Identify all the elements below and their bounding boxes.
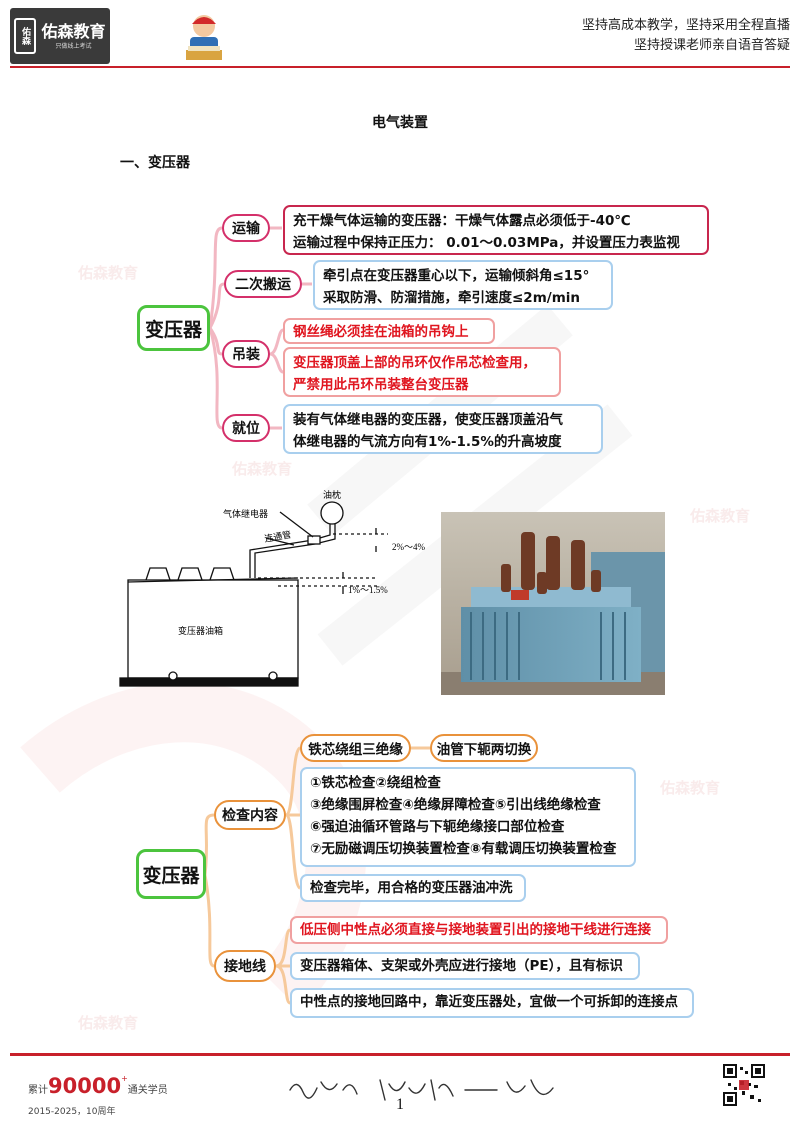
branch-positioning: 就位 [222,414,270,442]
leaf-transport: 充干燥气体运输的变压器：干燥气体露点必须低于-40℃ 运输过程中保持正压力： 0… [283,205,709,255]
leaf-line: 变压器顶盖上部的吊环仅作吊芯检查用， [293,355,536,371]
check-item: ⑥强迫油循环管路与下轭绝缘接口部位检查 [310,819,565,835]
leaf-line: 变压器箱体、支架或外壳应进行接地（PE），且有标识 [300,958,623,974]
header-divider [10,66,790,68]
branch-hoisting: 吊装 [222,340,270,368]
watermark-text: 佑森教育 [78,264,139,282]
label-tank: 变压器油箱 [178,625,223,636]
leaf-ground-disconnect: 中性点的接地回路中，靠近变压器处，宜做一个可拆卸的连接点 [290,988,694,1018]
tank-base [119,677,299,687]
qr-code-icon [722,1063,766,1107]
leaf-ground-enclosure: 变压器箱体、支架或外壳应进行接地（PE），且有标识 [290,952,640,980]
mindmap-2-root: 变压器 [136,849,206,899]
stat-suffix: 通关学员 [127,1085,168,1096]
anniversary-text: 2015-2025，10周年 [28,1107,116,1117]
leaf-positioning: 装有气体继电器的变压器，使变压器顶盖沿气 体继电器的气流方向有1%-1.5%的升… [283,404,603,454]
slogan: 坚持高成本教学，坚持采用全程直播 坚持授课老师亲自语音答疑 [582,16,790,56]
transformer-slope-diagram: 油枕 气体继电器 连通管 2%～4% 1%～1.5% 变压器油箱 [119,490,425,687]
page-number: 1 [396,1096,404,1113]
leaf-secondary-handling: 牵引点在变压器重心以下，运输倾斜角≤15° 采取防滑、防溜措施，牵引速度≤2m/… [313,260,613,310]
leaf-line: 严禁用此吊环吊装整台变压器 [293,377,469,393]
watermark-text: 佑森教育 [660,779,721,797]
label-oil-pillow: 油枕 [323,490,341,500]
section-heading: 一、变压器 [120,155,190,171]
handwritten-signature [289,1079,554,1101]
leaf-hoisting-ring: 变压器顶盖上部的吊环仅作吊芯检查用， 严禁用此吊环吊装整台变压器 [283,347,561,397]
stat-plus: + [121,1074,128,1083]
page-header: 佑森 佑森教育 只做线上考试 坚持高成本教学，坚持采用全程直播 坚持授课老师亲自… [10,8,790,64]
logo-text: 佑森教育 [41,21,106,41]
tag-core-winding: 铁芯绕组三绝缘 [300,734,411,762]
leaf-line: 牵引点在变压器重心以下，运输倾斜角≤15° [323,268,590,284]
branch-inspection: 检查内容 [214,800,286,830]
leaf-line: 装有气体继电器的变压器，使变压器顶盖沿气 [293,412,563,428]
watermark-text: 佑森教育 [232,460,293,478]
check-item: ①铁芯检查②绕组检查 [310,775,441,791]
leaf-oil-wash: 检查完毕，用合格的变压器油冲洗 [300,874,526,902]
leaf-line: 低压侧中性点必须直接与接地装置引出的接地干线进行连接 [300,922,651,938]
slogan-line-2: 坚持授课老师亲自语音答疑 [633,38,790,53]
branch-grounding: 接地线 [214,950,276,982]
leaf-hoisting-rope: 钢丝绳必须挂在油箱的吊钩上 [283,318,495,344]
page-title: 电气装置 [372,115,428,131]
leaf-ground-neutral: 低压侧中性点必须直接与接地装置引出的接地干线进行连接 [290,916,668,944]
transformer-photo [441,512,665,695]
leaf-line: 采取防滑、防溜措施，牵引速度≤2m/min [323,290,581,306]
mascot-icon [186,15,222,60]
tag-oil-pipe: 油管下轭两切换 [430,734,538,762]
label-slope-2: 1%～1.5% [348,585,388,595]
branch-transport: 运输 [222,214,270,242]
footer-divider [10,1053,790,1056]
slogan-line-1: 坚持高成本教学，坚持采用全程直播 [581,18,790,33]
check-item: ⑦无励磁调压切换装置检查⑧有载调压切换装置检查 [310,841,617,857]
label-gas-relay: 气体继电器 [223,508,268,519]
stat-number: 90000 [48,1074,122,1098]
student-stat: 累计90000+ 通关学员 [28,1074,168,1098]
label-slope-1: 2%～4% [392,542,425,552]
leaf-inspection-items: ①铁芯检查②绕组检查 ③绝缘围屏检查④绝缘屏障检查⑤引出线绝缘检查 ⑥强迫油循环… [300,767,636,867]
branch-secondary-handling: 二次搬运 [224,270,302,298]
check-item: ③绝缘围屏检查④绝缘屏障检查⑤引出线绝缘检查 [310,797,601,813]
leaf-line: 中性点的接地回路中，靠近变压器处，宜做一个可拆卸的连接点 [300,994,678,1010]
mindmap-1-root: 变压器 [137,305,210,351]
leaf-line: 检查完毕，用合格的变压器油冲洗 [310,880,513,896]
leaf-line: 体继电器的气流方向有1%-1.5%的升高坡度 [293,434,562,450]
label-connecting-pipe: 连通管 [263,528,292,544]
watermark-text: 佑森教育 [690,507,751,525]
brand-logo: 佑森 佑森教育 只做线上考试 [10,8,110,64]
logo-mark: 佑森 [14,18,37,54]
leaf-line: 钢丝绳必须挂在油箱的吊钩上 [293,324,469,340]
logo-subtitle: 只做线上考试 [55,42,92,50]
leaf-line: 充干燥气体运输的变压器：干燥气体露点必须低于-40℃ [293,213,631,229]
watermark-text: 佑森教育 [78,1014,139,1032]
stat-prefix: 累计 [28,1085,48,1096]
leaf-line: 运输过程中保持正压力： 0.01～0.03MPa，并设置压力表监视 [293,235,680,251]
